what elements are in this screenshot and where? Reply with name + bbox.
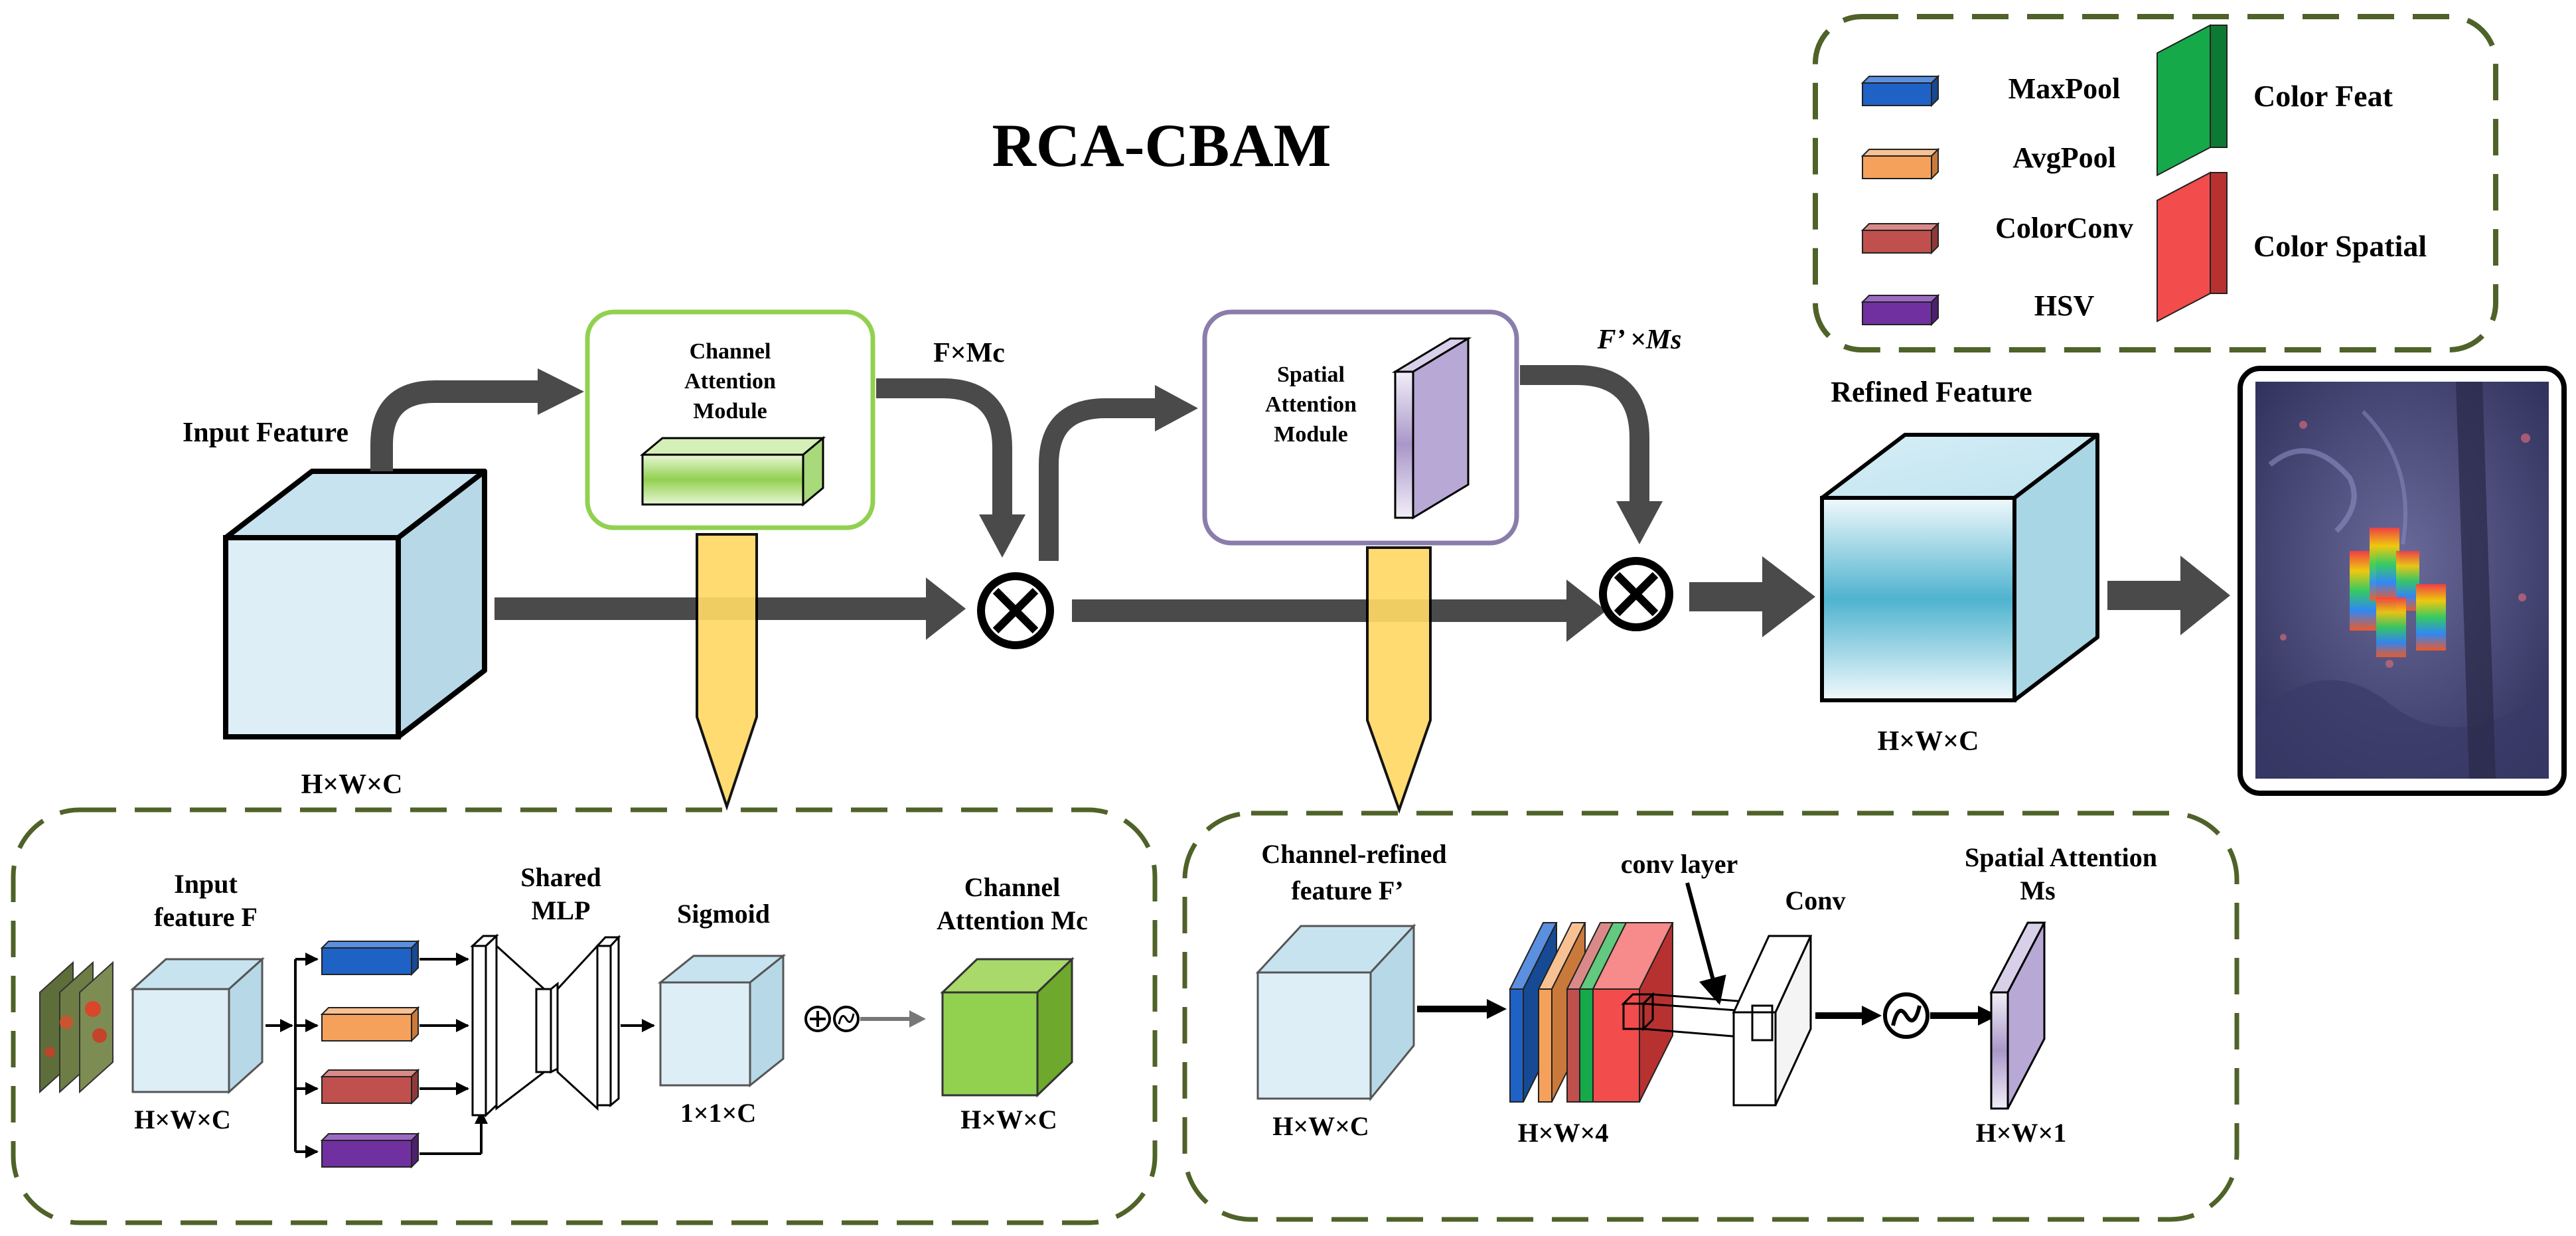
multiply-operator-2 xyxy=(1599,557,1673,631)
legend-swatch-avgpool xyxy=(1860,147,1940,181)
conv-plate xyxy=(1732,935,1813,1107)
channel-detail-panel xyxy=(11,807,1158,1225)
input-feature-cube xyxy=(223,469,487,739)
arrow-input-to-channel xyxy=(370,368,584,471)
fms-label: F’ ×Ms xyxy=(1596,325,1681,355)
legend-swatch-hsv xyxy=(1860,293,1940,327)
arrow-refined-to-heatmap xyxy=(2107,556,2230,635)
diagram-title: RCA-CBAM xyxy=(992,112,1331,179)
arrow-input-to-stack xyxy=(1417,999,1507,1019)
refined-feature-label: Refined Feature xyxy=(1831,376,2032,408)
spatial-attention-plate xyxy=(1391,337,1472,520)
add-sigmoid-symbol xyxy=(804,1006,860,1032)
shared-mlp xyxy=(470,933,621,1118)
channel-input-cube xyxy=(130,957,265,1095)
channel-input-title-line-2: feature F xyxy=(154,902,258,932)
spatial-detail-pointer xyxy=(1366,546,1432,814)
legend-label-hsv: HSV xyxy=(2034,289,2095,322)
channel-module-line-1: Channel xyxy=(690,339,771,364)
legend: MaxPool AvgPool ColorConv HSV Color Feat… xyxy=(1813,14,2498,352)
pool-bar-hsv xyxy=(320,1132,420,1169)
legend-label-colorconv: ColorConv xyxy=(1995,212,2133,244)
input-feature-dim: H×W×C xyxy=(301,769,403,800)
channel-attention-title-line-2: Attention Mc xyxy=(937,905,1088,935)
channel-branch-lines xyxy=(265,953,319,1158)
arrow-spatial-to-multiply xyxy=(1520,365,1663,544)
pool-bar-maxpool xyxy=(320,939,420,976)
spatial-module-line-3: Module xyxy=(1274,422,1347,447)
pool-bar-colorconv xyxy=(320,1068,420,1105)
spatial-attention-title-line-2: Ms xyxy=(2020,876,2055,905)
spatial-module-line-2: Attention xyxy=(1265,392,1357,417)
multiply-operator-1 xyxy=(977,572,1054,649)
conv-layer-label: conv layer xyxy=(1621,849,1738,879)
fmc-label: F×Mc xyxy=(933,338,1005,368)
spatial-detail-panel xyxy=(1182,811,2239,1222)
arrow-channel-to-multiply xyxy=(876,378,1025,558)
arrow-sigmoid-to-ms xyxy=(1930,1006,1998,1026)
arrow-multiply-2-to-refined xyxy=(1689,556,1815,637)
sigmoid-icon xyxy=(1883,992,1930,1039)
attention-heatmap-image xyxy=(2237,366,2567,796)
legend-plate-color-feat xyxy=(2157,24,2228,177)
channel-input-title-line-1: Input xyxy=(174,869,238,899)
conv-layer-pointer xyxy=(1685,882,1726,1006)
channel-attention-bar xyxy=(639,435,826,507)
spatial-attention-title-line-1: Spatial Attention xyxy=(1965,842,2157,872)
spatial-module-line-1: Spatial xyxy=(1277,362,1345,387)
sigmoid-dim: 1×1×C xyxy=(680,1098,756,1128)
legend-label-avgpool: AvgPool xyxy=(2012,141,2116,174)
spatial-attention-dim: H×W×1 xyxy=(1976,1118,2067,1148)
channel-attention-dim: H×W×C xyxy=(960,1105,1057,1134)
shared-mlp-title-line-2: MLP xyxy=(532,895,591,925)
conv-label: Conv xyxy=(1785,886,1845,915)
spatial-attention-ms-plate xyxy=(1989,921,2046,1110)
arrow-multiply-to-spatial xyxy=(1039,385,1198,561)
legend-label-color-spatial: Color Spatial xyxy=(2253,229,2427,263)
spatial-input-cube xyxy=(1255,923,1416,1102)
pool-to-mlp-arrows xyxy=(419,953,488,1155)
pool-bar-avgpool xyxy=(320,1006,420,1043)
arrow-conv-to-sigmoid xyxy=(1815,1006,1882,1026)
input-image-stack xyxy=(39,961,114,1094)
feature-stack-color-spatial xyxy=(1592,922,1674,1103)
refined-feature-dim: H×W×C xyxy=(1878,726,1979,757)
channel-attention-mc-cube xyxy=(940,957,1075,1098)
sigmoid-title: Sigmoid xyxy=(677,899,770,929)
shared-mlp-title-line-1: Shared xyxy=(520,862,601,892)
spatial-input-title-line-2: feature F’ xyxy=(1291,876,1403,905)
sigmoid-cube xyxy=(657,953,787,1088)
spatial-input-dim: H×W×C xyxy=(1272,1111,1369,1141)
channel-module-line-2: Attention xyxy=(684,369,776,394)
input-feature-label: Input Feature xyxy=(183,418,348,448)
legend-plate-color-spatial xyxy=(2157,171,2228,323)
channel-detail-pointer xyxy=(696,533,758,811)
legend-label-maxpool: MaxPool xyxy=(2008,72,2121,105)
spatial-attention-module xyxy=(1202,309,1519,546)
legend-border xyxy=(1813,14,2498,352)
refined-feature-cube xyxy=(1820,433,2099,702)
spatial-input-title-line-1: Channel-refined xyxy=(1261,839,1446,869)
legend-label-color-feat: Color Feat xyxy=(2253,79,2393,113)
arrow-multiply-1-to-multiply-2 xyxy=(1072,579,1606,642)
channel-attention-title-line-1: Channel xyxy=(964,872,1061,902)
feature-stack-dim: H×W×4 xyxy=(1518,1118,1609,1148)
channel-input-dim: H×W×C xyxy=(134,1105,231,1134)
legend-swatch-maxpool xyxy=(1860,74,1940,108)
legend-swatch-colorconv xyxy=(1860,222,1940,255)
channel-module-line-3: Module xyxy=(693,399,767,424)
arrow-to-channel-attention xyxy=(860,1010,926,1028)
